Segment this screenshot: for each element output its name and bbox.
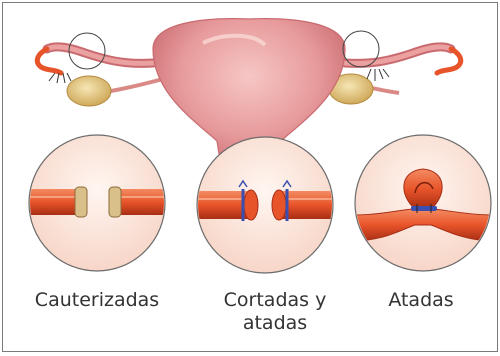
cut-tied-illustration: [189, 137, 345, 273]
diagram-frame: Cauterizadas Cortadas y atadas Atadas: [2, 2, 498, 352]
cauterized-end-left: [75, 187, 87, 217]
label-cut-tied-line1: Cortadas y: [224, 289, 327, 311]
tie-band: [411, 206, 437, 211]
right-fimbriae: [367, 69, 389, 81]
tied-illustration: [353, 135, 495, 271]
cauterized-end-right: [109, 187, 121, 217]
label-cut-tied: Cortadas y atadas: [195, 289, 355, 335]
label-cauterized: Cauterizadas: [17, 289, 177, 312]
left-ovary: [67, 76, 111, 106]
label-tied: Atadas: [351, 289, 491, 312]
cauterized-illustration: [23, 135, 175, 271]
label-cut-tied-line2: atadas: [243, 312, 307, 334]
